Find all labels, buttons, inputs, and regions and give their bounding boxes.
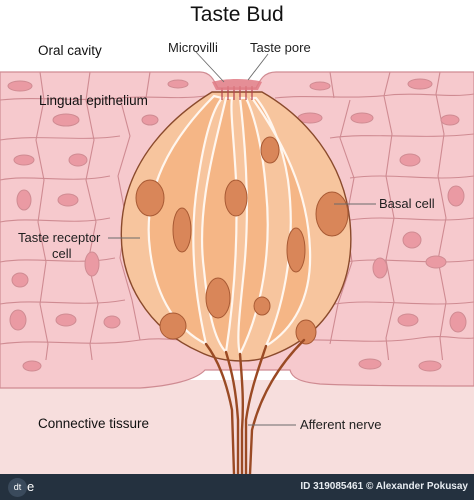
label-connective-tissue: Connective tissure	[38, 416, 150, 431]
diagram-title: Taste Bud	[190, 3, 284, 26]
label-taste-receptor-cell-line1: Taste receptor	[18, 230, 101, 245]
label-oral-cavity: Oral cavity	[38, 43, 102, 58]
label-taste-pore: Taste pore	[250, 40, 311, 55]
label-microvilli: Microvilli	[168, 40, 218, 55]
image-credit: ID 319085461 © Alexander Pokusay	[300, 481, 468, 492]
leader-lines	[108, 51, 376, 426]
afferent-nerve-fibers	[204, 338, 306, 476]
taste-pore	[212, 79, 262, 90]
stock-footer: dt e ID 319085461 © Alexander Pokusay	[0, 474, 474, 500]
oral-cavity-region	[0, 0, 474, 72]
taste-bud-nuclei	[135, 136, 349, 345]
taste-bud-diagram: Taste Bud Oral cavity Microvilli Taste p…	[0, 0, 474, 476]
stock-logo: dt	[8, 478, 27, 497]
label-taste-receptor-cell-line2: cell	[52, 246, 72, 261]
label-lingual-epithelium: Lingual epithelium	[39, 93, 148, 108]
label-afferent-nerve: Afferent nerve	[300, 417, 382, 432]
label-basal-cell: Basal cell	[379, 196, 435, 211]
stock-logo-suffix: e	[27, 479, 35, 494]
diagram-canvas	[0, 0, 474, 476]
epithelial-nuclei	[7, 78, 467, 372]
